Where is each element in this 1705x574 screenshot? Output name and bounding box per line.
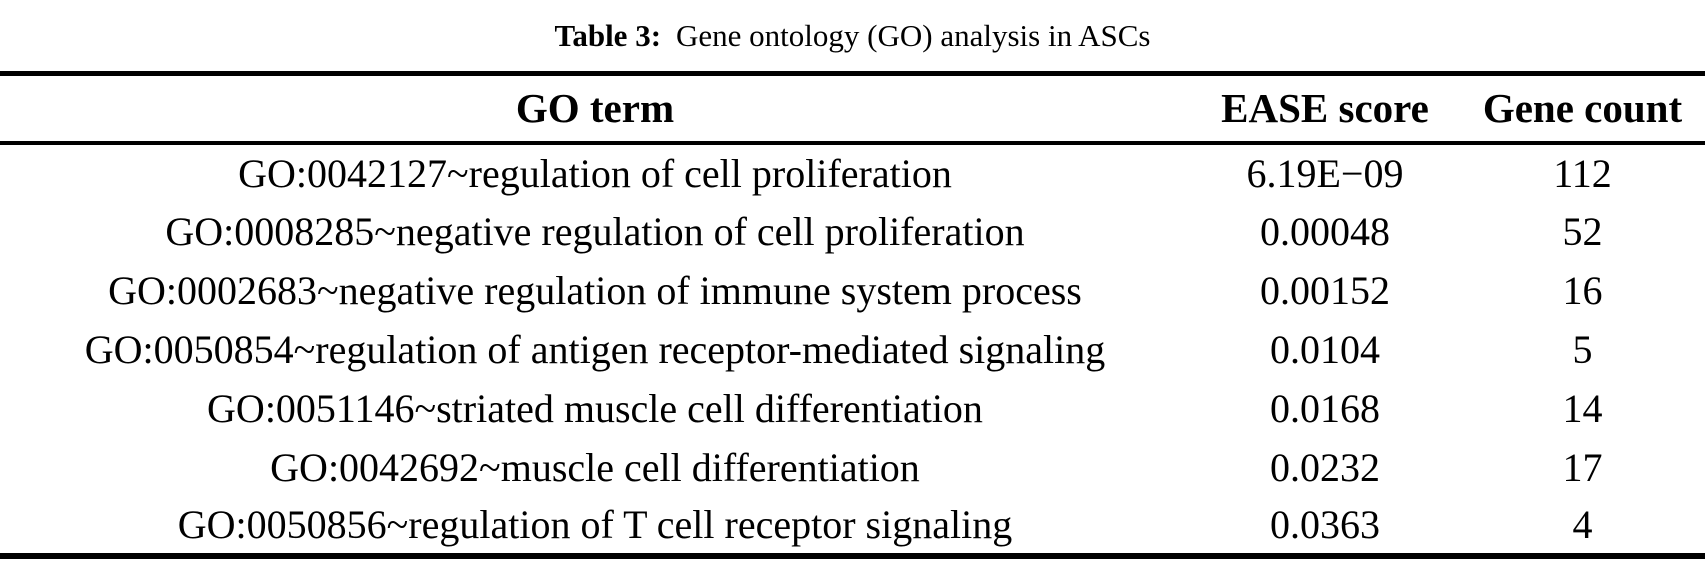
- go-analysis-table: GO term EASE score Gene count GO:0042127…: [0, 71, 1705, 559]
- table-caption: Table 3: Gene ontology (GO) analysis in …: [0, 0, 1705, 71]
- header-row: GO term EASE score Gene count: [0, 74, 1705, 143]
- ease-score-cell: 0.0104: [1270, 326, 1380, 372]
- column-header-ease-score: EASE score: [1221, 85, 1429, 132]
- gene-count-cell: 5: [1572, 326, 1593, 372]
- gene-count-cell: 14: [1562, 385, 1603, 431]
- ease-score-cell: 0.00048: [1260, 208, 1390, 254]
- gene-count-cell: 4: [1572, 502, 1593, 547]
- gene-count-cell: 112: [1553, 150, 1612, 196]
- gene-count-cell: 17: [1562, 444, 1603, 490]
- ease-score-cell: 0.0232: [1270, 444, 1380, 490]
- go-term-cell: GO:0042692~muscle cell differentiation: [270, 444, 920, 490]
- ease-score-cell: 6.19E−09: [1246, 150, 1404, 196]
- table-caption-text: Gene ontology (GO) analysis in ASCs: [676, 18, 1151, 53]
- table-row: GO:0050854~regulation of antigen recepto…: [0, 320, 1705, 379]
- table-row: GO:0002683~negative regulation of immune…: [0, 261, 1705, 320]
- go-term-cell: GO:0050856~regulation of T cell receptor…: [177, 502, 1013, 547]
- gene-count-cell: 16: [1562, 267, 1603, 313]
- table-row: GO:0051146~striated muscle cell differen…: [0, 379, 1705, 438]
- table-row: GO:0008285~negative regulation of cell p…: [0, 202, 1705, 261]
- table-row: GO:0042692~muscle cell differentiation 0…: [0, 438, 1705, 497]
- gene-count-cell: 52: [1562, 208, 1603, 254]
- column-header-go-term: GO term: [515, 85, 675, 132]
- ease-score-cell: 0.00152: [1260, 267, 1390, 313]
- column-header-gene-count: Gene count: [1482, 85, 1683, 132]
- ease-score-cell: 0.0168: [1270, 385, 1380, 431]
- table-caption-label: Table 3:: [554, 18, 662, 53]
- table-row: GO:0050856~regulation of T cell receptor…: [0, 497, 1705, 556]
- go-term-cell: GO:0050854~regulation of antigen recepto…: [84, 326, 1106, 372]
- table-row: GO:0042127~regulation of cell proliferat…: [0, 143, 1705, 202]
- ease-score-cell: 0.0363: [1270, 502, 1380, 547]
- go-term-cell: GO:0008285~negative regulation of cell p…: [165, 208, 1025, 254]
- go-term-cell: GO:0042127~regulation of cell proliferat…: [238, 150, 952, 196]
- go-term-cell: GO:0002683~negative regulation of immune…: [108, 267, 1082, 313]
- go-term-cell: GO:0051146~striated muscle cell differen…: [207, 385, 983, 431]
